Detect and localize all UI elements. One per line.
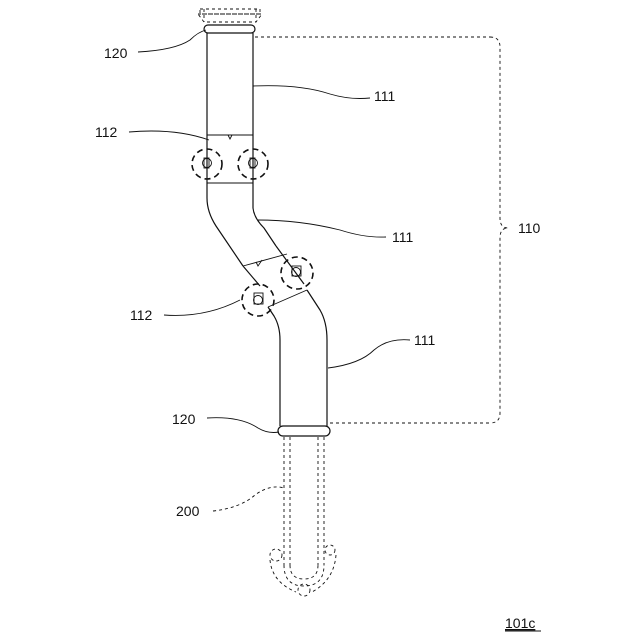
top-mount-phantom: [198, 9, 262, 22]
upper-segment: [207, 33, 253, 185]
figure-id: 101c: [505, 615, 535, 631]
lower-joint-left: [242, 284, 274, 316]
label-segment-c: 111: [414, 332, 435, 348]
label-assembly: 110: [518, 220, 541, 236]
lower-joint-right: [281, 257, 313, 289]
label-segment-b: 111: [392, 229, 413, 245]
leader-lines: [129, 30, 410, 511]
label-cap-bottom: 120: [172, 411, 196, 427]
label-cap-top: 120: [104, 45, 128, 61]
lower-segment: [268, 290, 327, 426]
top-cap: [204, 25, 255, 33]
label-joint-upper: 112: [95, 124, 118, 140]
label-segment-a: 111: [374, 88, 395, 104]
attachment-phantom: [270, 437, 336, 596]
label-joint-lower: 112: [130, 307, 153, 323]
label-attachment: 200: [176, 503, 200, 519]
bottom-cap: [278, 426, 330, 436]
middle-segment: [207, 185, 287, 266]
